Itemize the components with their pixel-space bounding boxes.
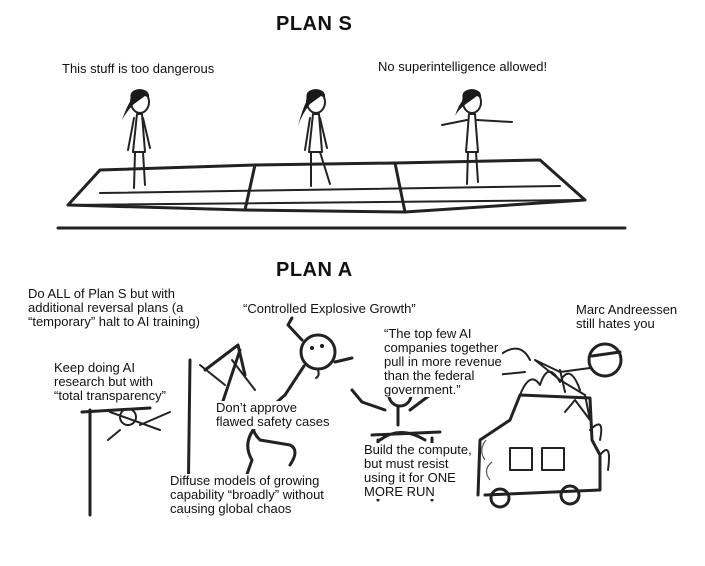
gymnast-3 (441, 89, 513, 185)
flying-figure (494, 342, 623, 421)
caption-safety-cases: Don’t approve flawed safety cases (216, 400, 330, 429)
plan-a-title: PLAN A (276, 259, 353, 281)
plan-s-caption-left: This stuff is too dangerous (62, 61, 215, 76)
falling-figure (243, 316, 354, 482)
caption-controlled-explosive-growth: “Controlled Explosive Growth” (243, 301, 416, 316)
caption-build-compute: Build the compute, but must resist using… (364, 442, 472, 499)
caption-total-transparency: Keep doing AI research but with “total t… (54, 360, 166, 403)
swinging-figure (199, 343, 256, 412)
caption-top-ai-revenue: “The top few AI companies together pull … (384, 326, 502, 397)
plan-s-caption-right: No superintelligence allowed! (378, 59, 548, 74)
gym-mats (66, 158, 587, 214)
gymnast-1 (122, 89, 151, 189)
burning-car (476, 370, 610, 509)
caption-marc-andreessen: Marc Andreessen still hates you (576, 302, 678, 331)
caption-diffuse-models: Diffuse models of growing capability “br… (170, 473, 324, 516)
caption-reversal-plans: Do ALL of Plan S but with additional rev… (28, 286, 200, 329)
gymnast-2 (298, 89, 331, 187)
plan-s-title: PLAN S (276, 13, 353, 35)
